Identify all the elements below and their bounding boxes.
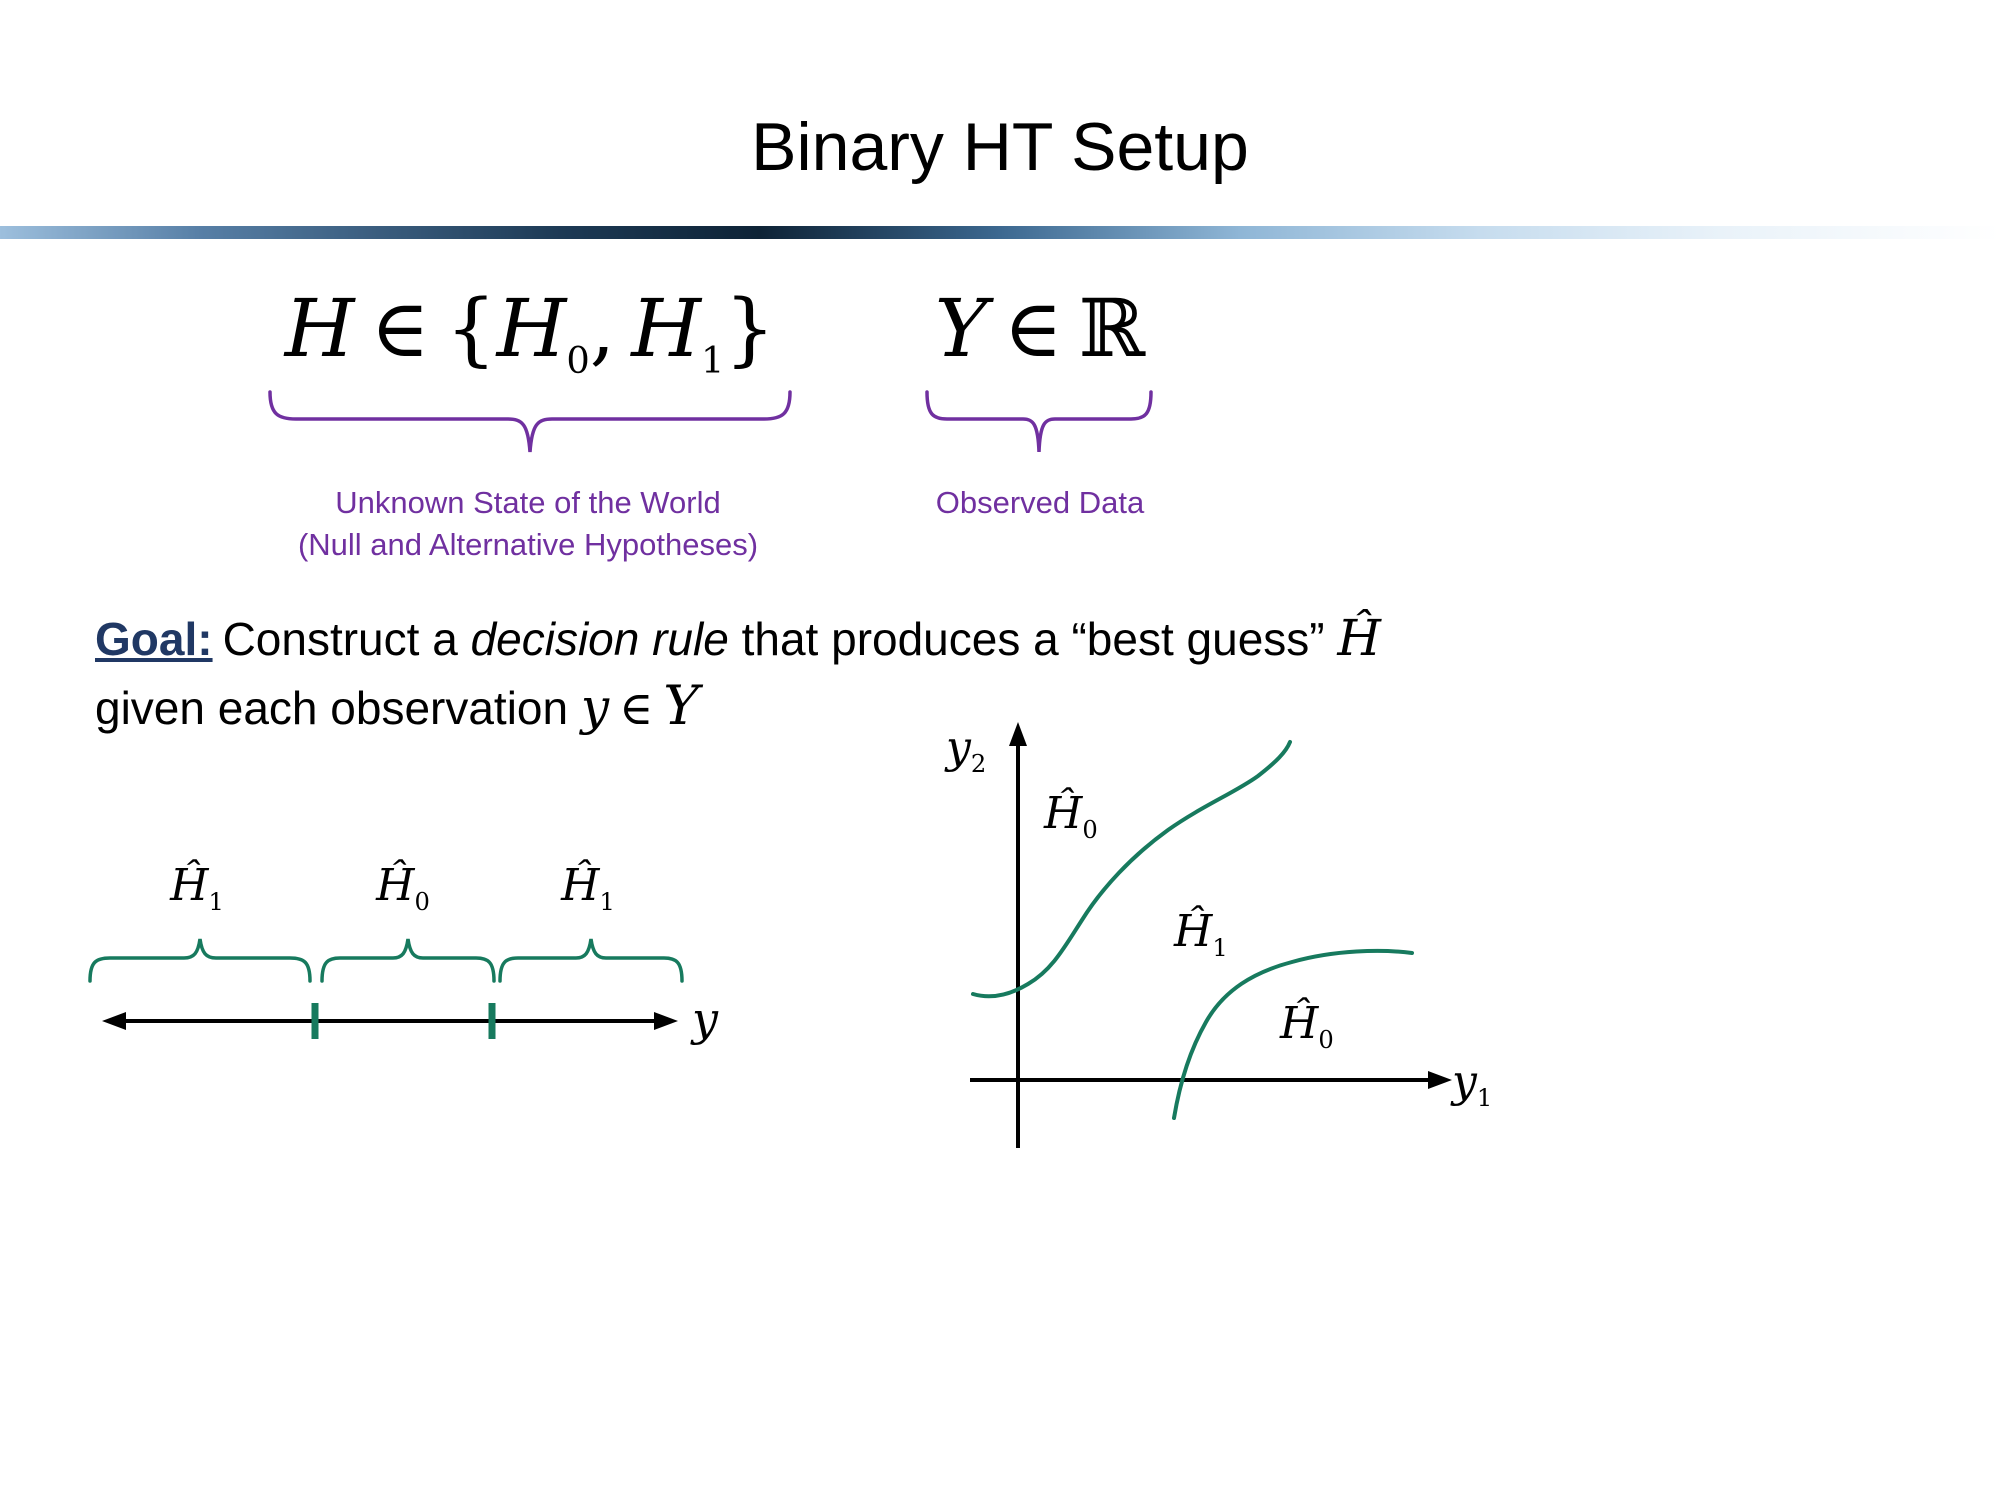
decision-boundary-plot	[970, 722, 1452, 1148]
y2-axis-arrowhead-icon	[1009, 722, 1027, 746]
overbrace-region-3-icon	[498, 938, 684, 983]
goal-statement: Goal:Construct a decision rule that prod…	[95, 606, 1915, 741]
goal-text-1: Construct a	[222, 613, 471, 665]
plot-region-label-2: Ĥ1	[1174, 906, 1228, 960]
goal-label: Goal:	[95, 613, 213, 665]
element-of-symbol: ∈	[619, 681, 654, 735]
element-of-symbol: ∈	[370, 282, 430, 375]
goal-text-3: given each observation	[95, 682, 581, 734]
var-script-Y: Y	[663, 674, 699, 737]
label-sub: 1	[1212, 933, 1228, 962]
numberline-region-label-1: Ĥ1	[97, 860, 297, 914]
label-H-hat: Ĥ	[1044, 788, 1083, 839]
overbrace-path	[498, 938, 684, 983]
var-H1-sub: 1	[700, 339, 725, 382]
close-brace: }	[724, 282, 776, 375]
goal-emphasis-decision-rule: decision rule	[470, 613, 729, 665]
decision-boundary-upper	[971, 740, 1292, 999]
axis-sub: 2	[970, 749, 987, 778]
var-H1: H	[631, 282, 701, 375]
right-arrowhead-icon	[654, 1012, 678, 1030]
numberline-region-label-3: Ĥ1	[488, 860, 688, 914]
element-of-symbol: ∈	[1003, 282, 1063, 375]
underbrace-observation-icon	[925, 390, 1153, 453]
plot-region-label-1: Ĥ0	[1044, 788, 1098, 842]
underbrace-path	[268, 390, 792, 453]
var-H0-sub: 0	[566, 339, 590, 382]
formula-hypothesis-set: H∈{H0,H1}	[250, 282, 810, 379]
label-sub: 0	[1318, 1025, 1334, 1054]
annotation-unknown-state: Unknown State of the World (Null and Alt…	[208, 482, 848, 566]
var-y: y	[580, 678, 610, 736]
goal-text-2: that produces a “best guess”	[728, 613, 1338, 665]
reals-symbol: ℝ	[1078, 282, 1146, 375]
open-brace: {	[445, 282, 497, 375]
label-H-hat: Ĥ	[170, 860, 209, 911]
numberline-region-label-2: Ĥ0	[303, 860, 503, 914]
label-sub: 0	[414, 887, 430, 916]
underbrace-hypothesis-icon	[268, 390, 792, 453]
plot-y2-axis-label: y2	[946, 722, 986, 776]
page-title: Binary HT Setup	[751, 109, 1249, 185]
var-H0: H	[496, 282, 567, 375]
var-H-hat: Ĥ	[1337, 609, 1381, 667]
label-sub: 1	[208, 887, 224, 916]
formula-observation: Y∈ℝ	[900, 282, 1180, 375]
plot-y1-axis-label: y1	[1452, 1056, 1492, 1110]
overbrace-path	[320, 938, 496, 983]
label-H-hat: Ĥ	[1174, 906, 1213, 957]
comma: ,	[589, 282, 616, 375]
annotation-line-1: Unknown State of the World	[335, 485, 721, 520]
overbrace-region-2-icon	[320, 938, 496, 983]
overbrace-path	[88, 938, 312, 983]
label-sub: 1	[599, 887, 615, 916]
axis-var: y	[1452, 1056, 1477, 1107]
numberline-axis	[102, 1003, 678, 1039]
overbrace-region-1-icon	[88, 938, 312, 983]
y1-axis-arrowhead-icon	[1428, 1071, 1452, 1089]
plot-region-label-3: Ĥ0	[1280, 998, 1334, 1052]
var-Y: Y	[934, 282, 988, 375]
label-H-hat: Ĥ	[561, 860, 600, 911]
axis-sub: 1	[1476, 1083, 1493, 1112]
left-arrowhead-icon	[102, 1012, 126, 1030]
annotation-line-2: (Null and Alternative Hypotheses)	[297, 526, 759, 562]
label-sub: 0	[1082, 815, 1098, 844]
label-H-hat: Ĥ	[1280, 998, 1319, 1049]
numberline-axis-label: y	[692, 992, 718, 1046]
label-H-hat: Ĥ	[376, 860, 415, 911]
axis-var: y	[946, 722, 971, 773]
var-H: H	[284, 282, 355, 375]
underbrace-path	[925, 390, 1153, 453]
title-divider-bar	[0, 226, 2000, 239]
decision-boundary-lower	[1172, 948, 1414, 1120]
annotation-observed-data: Observed Data	[935, 485, 1145, 520]
